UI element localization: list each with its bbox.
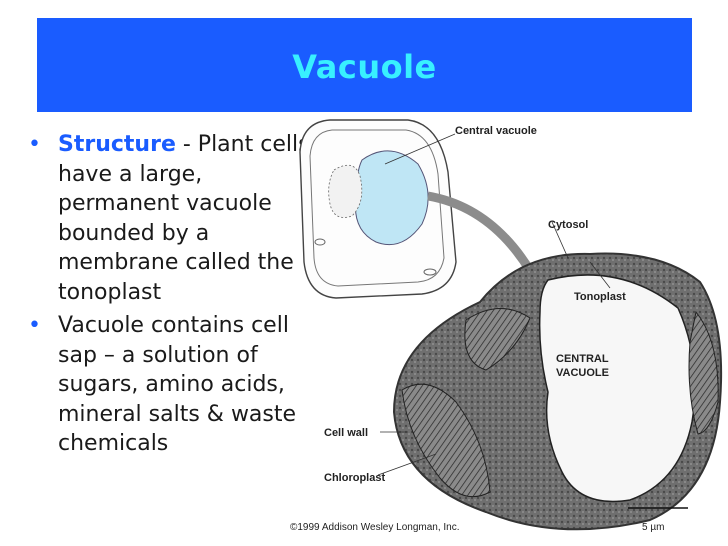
bullet-contents: • Vacuole contains cell sap – a solution… [28, 311, 313, 459]
copyright-text: ©1999 Addison Wesley Longman, Inc. [290, 522, 460, 533]
bullet-dot: • [28, 313, 41, 338]
nucleus-shape [328, 164, 363, 218]
micrograph [392, 252, 723, 531]
bullet-text: - Plant cells have a large, permanent va… [58, 132, 310, 305]
bullet-dot: • [28, 132, 41, 157]
central-vacuole-region [538, 274, 696, 503]
vacuole-diagram: Central vacuole Cytosol Tonoplast CENTRA… [290, 119, 723, 533]
vacuole-shape [354, 150, 429, 246]
bullet-text: Vacuole contains cell sap – a solution o… [58, 313, 297, 456]
cell-sketch [299, 119, 457, 299]
label-central-caps-1: CENTRAL [556, 353, 609, 365]
label-cytosol: Cytosol [548, 219, 588, 231]
label-cell-wall: Cell wall [324, 427, 368, 439]
chloroplast-right [688, 310, 719, 435]
label-tonoplast: Tonoplast [574, 291, 626, 303]
chloroplast-left [401, 383, 491, 498]
slide-title: Vacuole [292, 48, 437, 86]
bullet-keyword: Structure [58, 132, 176, 157]
scale-label: 5 µm [642, 522, 664, 533]
bullet-list: • Structure - Plant cells have a large, … [28, 130, 313, 463]
bullet-structure: • Structure - Plant cells have a large, … [28, 130, 313, 307]
label-central-vacuole: Central vacuole [455, 125, 537, 137]
title-bar: Vacuole [37, 18, 692, 112]
label-chloroplast: Chloroplast [324, 472, 385, 484]
label-central-caps-2: VACUOLE [556, 367, 609, 379]
leader-central-vacuole [384, 133, 456, 165]
